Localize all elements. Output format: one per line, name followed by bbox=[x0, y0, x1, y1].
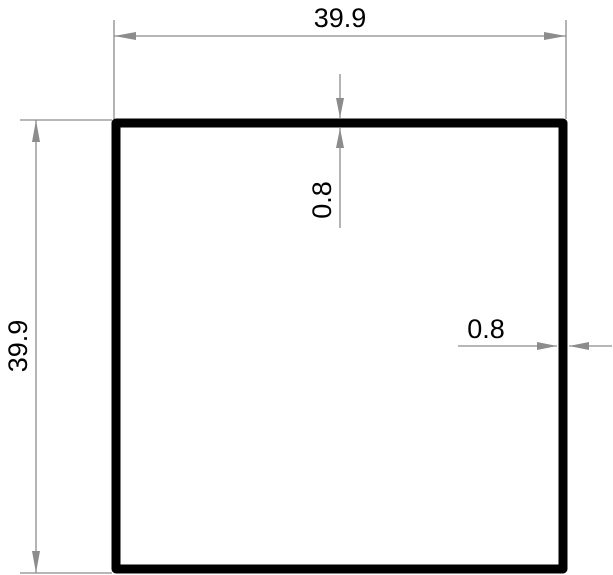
side-thickness-label: 0.8 bbox=[467, 314, 505, 344]
top-thickness-label: 0.8 bbox=[307, 181, 337, 219]
side-wall-thickness-dimension: 0.8 bbox=[458, 314, 612, 350]
height-arrow-bottom bbox=[32, 551, 40, 573]
side-thickness-arrow-left bbox=[569, 342, 589, 350]
top-thickness-arrow-up bbox=[336, 128, 344, 148]
width-arrow-left bbox=[114, 32, 136, 40]
side-thickness-arrow-right bbox=[537, 342, 557, 350]
width-dimension-label: 39.9 bbox=[314, 3, 367, 33]
top-wall-thickness-dimension: 0.8 bbox=[307, 74, 344, 228]
width-arrow-right bbox=[544, 32, 566, 40]
width-dimension: 39.9 bbox=[113, 3, 567, 119]
square-tube-profile bbox=[111, 118, 568, 574]
top-thickness-arrow-down bbox=[336, 98, 344, 118]
height-arrow-top bbox=[32, 120, 40, 142]
height-dimension-label: 39.9 bbox=[3, 320, 33, 373]
height-dimension: 39.9 bbox=[3, 119, 112, 574]
